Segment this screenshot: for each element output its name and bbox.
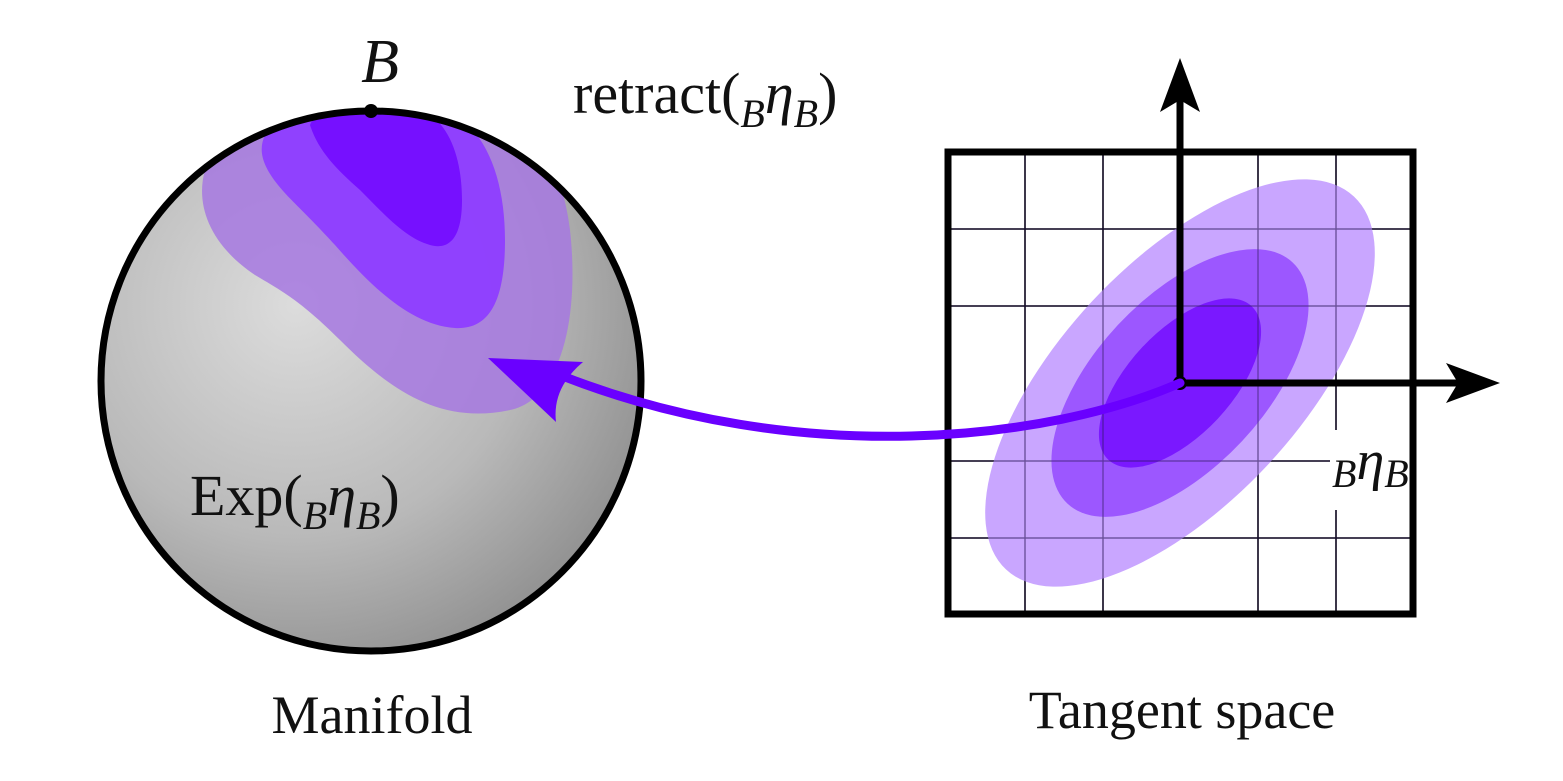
axis-x-arrowhead — [1446, 363, 1500, 403]
manifold-sphere — [97, 104, 645, 655]
retract-label: retract(BηB) — [573, 61, 837, 136]
manifold-caption: Manifold — [272, 685, 473, 745]
axis-y-arrowhead — [1160, 58, 1200, 112]
exp-label: Exp(BηB) — [190, 463, 400, 538]
tangent-caption: Tangent space — [1029, 680, 1336, 740]
sphere-density-contours — [202, 111, 573, 414]
tangent-space — [944, 58, 1500, 618]
exp-map-arrow — [488, 358, 1185, 441]
exp-map-arrowhead — [488, 358, 583, 422]
contour-inner — [310, 111, 462, 247]
point-b-dot — [364, 104, 378, 118]
tangent-vector-label: BηB — [1332, 430, 1409, 496]
tangent-axes — [1160, 58, 1500, 403]
point-b-label: B — [361, 28, 399, 96]
exp-map-arrow-shaft — [555, 370, 1185, 441]
tangent-label-backing — [1330, 430, 1420, 510]
